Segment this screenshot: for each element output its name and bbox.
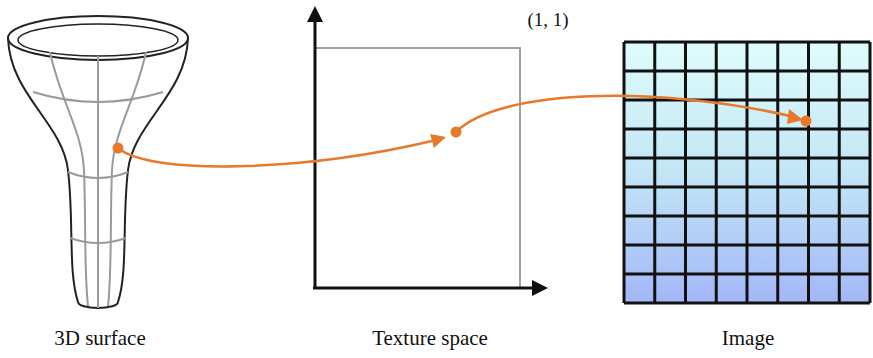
grid-line — [624, 186, 870, 189]
grid-line — [624, 215, 870, 218]
grid-line — [624, 99, 870, 102]
grid-line — [624, 41, 870, 44]
grid-line — [624, 128, 870, 131]
grid-line — [869, 42, 872, 303]
image-grid — [624, 42, 870, 303]
grid-line — [624, 244, 870, 247]
grid-line — [653, 42, 656, 303]
grid-line — [624, 273, 870, 276]
mapping-arrows — [113, 96, 812, 167]
grid-line — [776, 42, 779, 303]
grid-line — [623, 42, 626, 303]
grid-line — [624, 157, 870, 160]
grid-line — [624, 70, 870, 73]
grid-line — [684, 42, 687, 303]
corner-coordinate: (1, 1) — [527, 9, 568, 31]
texture-axes — [307, 6, 548, 296]
grid-line — [746, 42, 749, 303]
grid-line — [807, 42, 810, 303]
panel-caption: Image — [722, 326, 774, 351]
panel-caption: Texture space — [372, 326, 488, 351]
grid-line — [715, 42, 718, 303]
panel-caption: 3D surface — [54, 326, 146, 351]
grid-line — [624, 302, 870, 305]
grid-line — [838, 42, 841, 303]
